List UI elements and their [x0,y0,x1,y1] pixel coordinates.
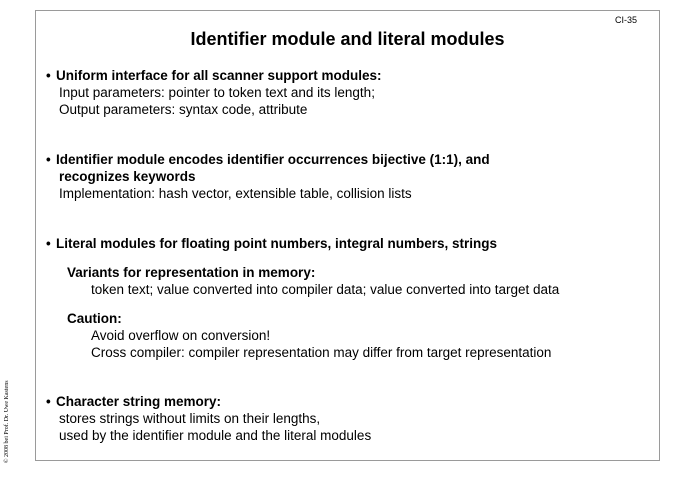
variants-line: token text; value converted into compile… [91,282,560,297]
identifier-implementation-line: Implementation: hash vector, extensible … [59,186,412,201]
variants-heading: Variants for representation in memory: [67,265,316,280]
memory-line-stores: stores strings without limits on their l… [59,411,321,426]
slide-title: Identifier module and literal modules [190,29,505,49]
bullet-marker: • [46,394,51,409]
bullet-marker: • [46,236,51,251]
memory-line-used-by: used by the identifier module and the li… [59,428,372,443]
slide-frame [35,10,660,461]
caution-line-cross-compiler: Cross compiler: compiler representation … [91,345,552,360]
bullet-literal-modules: • Literal modules for floating point numb… [46,235,497,252]
identifier-heading-line-2: recognizes keywords [59,169,196,184]
bullet-marker: • [46,68,51,83]
literal-heading: Literal modules for floating point numbe… [56,236,498,251]
bullet-scanner-interface: • Uniform interface for all scanner suppo… [46,67,382,84]
caution-heading: Caution: [67,311,122,326]
scanner-heading: Uniform interface for all scanner suppor… [56,68,382,83]
copyright-notice: © 2008 bei Prof. Dr. Uwe Kastens [4,380,10,463]
memory-heading: Character string memory: [56,394,222,409]
scanner-input-line: Input parameters: pointer to token text … [59,85,375,100]
bullet-character-string-memory: • Character string memory: [46,393,221,410]
identifier-heading-line-1: Identifier module encodes identifier occ… [56,152,490,167]
scanner-output-line: Output parameters: syntax code, attribut… [59,102,308,117]
page-id: CI-35 [614,15,637,25]
bullet-identifier-module: • Identifier module encodes identifier oc… [46,151,490,168]
caution-line-overflow: Avoid overflow on conversion! [91,328,271,343]
bullet-marker: • [46,152,51,167]
